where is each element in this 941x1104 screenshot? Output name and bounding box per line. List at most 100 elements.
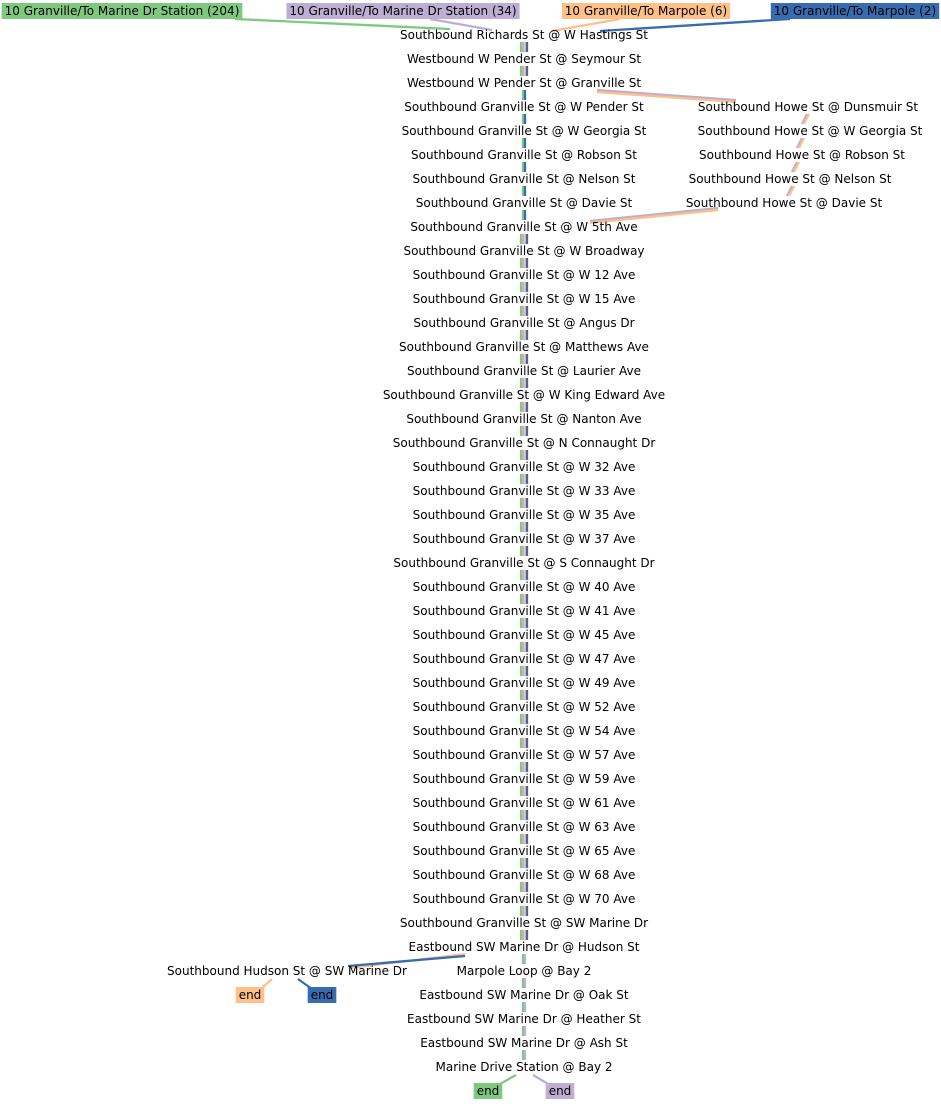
stop-label-group: Southbound Granville St @ W 54 Ave [413, 724, 636, 738]
howe-edge-route_6 [797, 137, 806, 149]
stop-label: Southbound Granville St @ W 12 Ave [413, 268, 636, 282]
stop-label-group: Southbound Granville St @ W 52 Ave [413, 700, 636, 714]
howe-stop-label: Southbound Howe St @ Dunsmuir St [698, 100, 919, 114]
stop-label-group: Southbound Granville St @ Matthews Ave [399, 340, 649, 354]
route-edges [234, 17, 811, 1087]
stop-label: Southbound Granville St @ W 57 Ave [413, 748, 636, 762]
stop-label: Southbound Granville St @ W 63 Ave [413, 820, 636, 834]
howe-stop-label-group: Southbound Howe St @ Davie St [686, 196, 883, 210]
hudson-stop-label: Southbound Hudson St @ SW Marine Dr [167, 964, 407, 978]
howe-edge-route_6 [792, 161, 801, 173]
end-label-route_204-group: end [473, 1083, 503, 1099]
howe-return-route_6 [589, 208, 719, 225]
stop-label: Eastbound SW Marine Dr @ Heather St [407, 1012, 641, 1026]
howe-stop-label-group: Southbound Howe St @ Nelson St [689, 172, 892, 186]
stop-label-group: Southbound Granville St @ W 61 Ave [413, 796, 636, 810]
howe-connector-route_6 [596, 90, 737, 104]
stop-label: Southbound Granville St @ W 5th Ave [410, 220, 637, 234]
stop-label-group: Southbound Granville St @ W 65 Ave [413, 844, 636, 858]
hudson-stop-label-group: Southbound Hudson St @ SW Marine Dr [167, 964, 407, 978]
stop-label: Southbound Granville St @ N Connaught Dr [393, 436, 656, 450]
stop-label: Southbound Granville St @ W 68 Ave [413, 868, 636, 882]
stop-label: Southbound Granville St @ W 52 Ave [413, 700, 636, 714]
stop-label: Southbound Granville St @ W King Edward … [383, 388, 665, 402]
route-header-route_2-box [770, 3, 940, 19]
howe-stop-label: Southbound Howe St @ Robson St [699, 148, 905, 162]
stop-label: Southbound Granville St @ W Georgia St [402, 124, 647, 138]
route-header-route_6: 10 Granville/To Marpole (6) [565, 4, 727, 18]
route-header-route_204: 10 Granville/To Marine Dr Station (204) [5, 4, 240, 18]
stop-label: Southbound Granville St @ W 54 Ave [413, 724, 636, 738]
stop-label-group: Southbound Granville St @ Davie St [416, 196, 633, 210]
end-label-route_2: end [311, 988, 334, 1002]
stop-label-group: Southbound Granville St @ Laurier Ave [407, 364, 641, 378]
stop-label-group: Southbound Granville St @ W 57 Ave [413, 748, 636, 762]
stop-label: Southbound Granville St @ W Pender St [404, 100, 644, 114]
stop-label-group: Southbound Granville St @ W 45 Ave [413, 628, 636, 642]
end-label-route_204-box [473, 1083, 503, 1099]
route-header-route_204-box [1, 3, 243, 19]
stop-label: Southbound Granville St @ W 40 Ave [413, 580, 636, 594]
howe-stop-label-group: Southbound Howe St @ Robson St [699, 148, 905, 162]
stop-label: Southbound Granville St @ Nanton Ave [406, 412, 641, 426]
stop-label-group: Southbound Granville St @ W 40 Ave [413, 580, 636, 594]
stop-label-group: Southbound Granville St @ W 12 Ave [413, 268, 636, 282]
stop-label-group: Eastbound SW Marine Dr @ Oak St [419, 988, 629, 1002]
stop-label-group: Southbound Granville St @ W 15 Ave [413, 292, 636, 306]
end-label-route_2-box [307, 987, 337, 1003]
howe-connector-route_34 [596, 88, 737, 102]
header-connector-route_204 [234, 17, 451, 31]
end-label-route_6-box [235, 987, 265, 1003]
stop-label-group: Marpole Loop @ Bay 2 [457, 964, 592, 978]
stop-label-group: Southbound Granville St @ W 41 Ave [413, 604, 636, 618]
end-label-route_2-group: end [307, 987, 337, 1003]
stop-label: Westbound W Pender St @ Granville St [407, 76, 641, 90]
stop-label-group: Southbound Granville St @ W 37 Ave [413, 532, 636, 546]
stop-label-group: Southbound Granville St @ SW Marine Dr [400, 916, 648, 930]
stop-label-group: Southbound Granville St @ W 35 Ave [413, 508, 636, 522]
howe-stop-label: Southbound Howe St @ Nelson St [689, 172, 892, 186]
stop-label-group: Southbound Granville St @ W 47 Ave [413, 652, 636, 666]
stop-label-group: Westbound W Pender St @ Granville St [407, 76, 641, 90]
stop-label-group: Southbound Granville St @ W 49 Ave [413, 676, 636, 690]
stop-label-group: Southbound Granville St @ W Pender St [404, 100, 644, 114]
howe-stop-label-group: Southbound Howe St @ W Georgia St [698, 124, 923, 138]
route-header-route_2: 10 Granville/To Marpole (2) [774, 4, 936, 18]
stop-label: Eastbound SW Marine Dr @ Ash St [420, 1036, 628, 1050]
howe-stop-label: Southbound Howe St @ W Georgia St [698, 124, 923, 138]
hudson-end-edge-route_6 [261, 978, 273, 989]
stop-label: Southbound Granville St @ W 65 Ave [413, 844, 636, 858]
end-label-route_6: end [239, 988, 262, 1002]
stop-label-group: Southbound Granville St @ Nanton Ave [406, 412, 641, 426]
end-label-route_34-group: end [545, 1083, 575, 1099]
end-label-route_34-box [545, 1083, 575, 1099]
stop-label-group: Southbound Granville St @ S Connaught Dr [393, 556, 654, 570]
stop-label-group: Eastbound SW Marine Dr @ Hudson St [409, 940, 640, 954]
howe-edge-route_34 [790, 161, 799, 173]
stop-label: Southbound Granville St @ S Connaught Dr [393, 556, 654, 570]
stop-label-group: Southbound Granville St @ Nelson St [413, 172, 636, 186]
stop-label-group: Southbound Granville St @ W 68 Ave [413, 868, 636, 882]
stop-label: Eastbound SW Marine Dr @ Oak St [419, 988, 629, 1002]
stop-label-group: Southbound Granville St @ W Broadway [403, 244, 644, 258]
stop-label: Southbound Granville St @ Robson St [411, 148, 637, 162]
end-label-route_34: end [549, 1084, 572, 1098]
stop-label-group: Marine Drive Station @ Bay 2 [435, 1060, 612, 1074]
stop-labels: 10 Granville/To Marine Dr Station (204) 1… [1, 3, 940, 1099]
stop-label-group: Westbound W Pender St @ Seymour St [407, 52, 641, 66]
stop-label-group: Southbound Granville St @ W King Edward … [383, 388, 665, 402]
stop-label-group: Southbound Granville St @ Robson St [411, 148, 637, 162]
route-header-route_6-group: 10 Granville/To Marpole (6) [561, 3, 731, 19]
stop-label-group: Southbound Granville St @ W 32 Ave [413, 460, 636, 474]
howe-stop-label: Southbound Howe St @ Davie St [686, 196, 883, 210]
stop-label: Marine Drive Station @ Bay 2 [435, 1060, 612, 1074]
stop-label: Southbound Granville St @ Matthews Ave [399, 340, 649, 354]
stop-label: Southbound Granville St @ W 37 Ave [413, 532, 636, 546]
stop-label-group: Southbound Granville St @ W 5th Ave [410, 220, 637, 234]
stop-label: Southbound Granville St @ W 49 Ave [413, 676, 636, 690]
stop-label-group: Southbound Granville St @ Angus Dr [413, 316, 634, 330]
stop-label: Southbound Granville St @ W 59 Ave [413, 772, 636, 786]
stop-label: Southbound Granville St @ W 70 Ave [413, 892, 636, 906]
stop-label-group: Southbound Granville St @ W 63 Ave [413, 820, 636, 834]
stop-label: Eastbound SW Marine Dr @ Hudson St [409, 940, 640, 954]
